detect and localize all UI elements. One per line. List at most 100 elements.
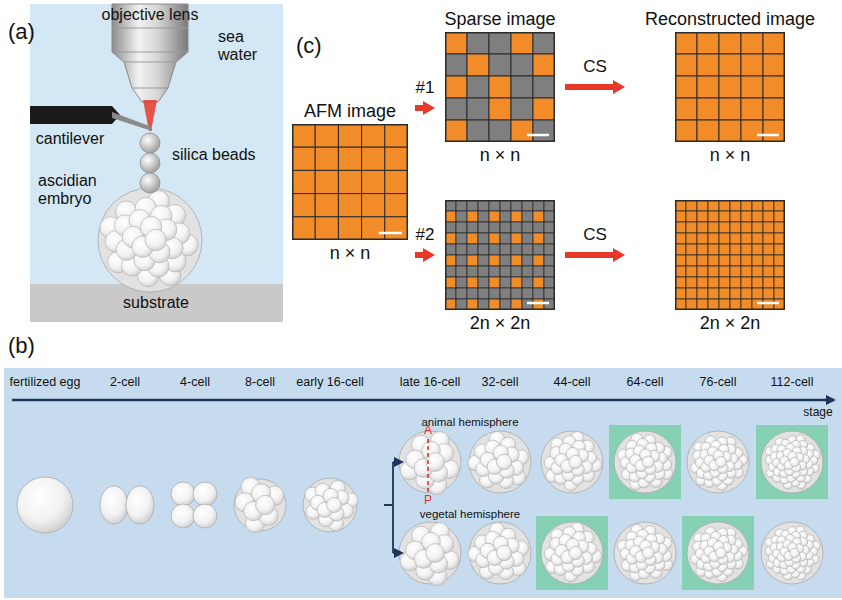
pixel-cell — [708, 200, 719, 211]
pixel-cell — [445, 32, 467, 54]
image-size: n × n — [330, 242, 371, 264]
pixel-cell — [763, 277, 774, 288]
pixel-cell — [686, 255, 697, 266]
pixel-cell — [292, 147, 315, 170]
step-label: CS — [583, 225, 607, 245]
pixel-cell — [752, 244, 763, 255]
cantilever-holder — [30, 106, 120, 124]
embryo-cell — [145, 229, 166, 250]
bracket-arrow — [393, 552, 402, 554]
pixel-cell — [675, 266, 686, 277]
pixel-cell — [730, 266, 741, 277]
pixel-cell — [533, 211, 544, 222]
pixel-cell — [686, 299, 697, 310]
scale-bar — [527, 302, 549, 305]
pixel-cell — [445, 222, 456, 233]
embryo-body — [303, 478, 357, 532]
pixel-cell — [675, 233, 686, 244]
pixel-cell — [719, 288, 730, 299]
pixel-cell — [489, 244, 500, 255]
embryo-body — [761, 522, 823, 584]
stage-label: 8-cell — [245, 376, 275, 390]
image-grid-box: Reconstructed imagen × n — [625, 8, 835, 166]
image-grid-box: 2n × 2n — [625, 198, 835, 334]
pixel-cell — [730, 233, 741, 244]
embryo-cell — [171, 504, 195, 528]
pixel-cell — [741, 288, 752, 299]
step-label: #1 — [416, 78, 435, 98]
pixel-grid — [292, 124, 408, 240]
pixel-cell — [456, 277, 467, 288]
pixel-cell — [697, 255, 708, 266]
pixel-cell — [292, 124, 315, 147]
pixel-cell — [338, 124, 361, 147]
pixel-cell — [719, 255, 730, 266]
pixel-cell — [697, 277, 708, 288]
pixel-cell — [292, 217, 315, 240]
embryo-body — [614, 522, 676, 584]
pixel-cell — [675, 277, 686, 288]
pixel-cell — [752, 255, 763, 266]
pixel-cell — [500, 277, 511, 288]
pixel-cell — [362, 147, 385, 170]
pixel-cell — [741, 277, 752, 288]
pixel-cell — [708, 222, 719, 233]
part-label: silica beads — [172, 146, 256, 164]
pixel-cell — [456, 200, 467, 211]
process-arrow — [415, 105, 425, 111]
pixel-cell — [774, 211, 785, 222]
pixel-cell — [697, 266, 708, 277]
pixel-cell — [544, 244, 555, 255]
pixel-cell — [511, 76, 533, 98]
embryo-cell — [642, 456, 654, 468]
bracket-line — [384, 462, 393, 553]
pixel-cell — [675, 54, 697, 76]
embryo-body — [687, 431, 749, 493]
pixel-cell — [533, 120, 555, 142]
pixel-cell — [675, 288, 686, 299]
pixel-cell — [730, 211, 741, 222]
embryo-illustration — [541, 522, 603, 584]
pixel-cell — [445, 200, 456, 211]
bracket-arrow — [393, 461, 402, 463]
pixel-cell — [741, 76, 763, 98]
pixel-cell — [522, 266, 533, 277]
pixel-cell — [752, 299, 763, 310]
pixel-cell — [763, 211, 774, 222]
pixel-cell — [445, 120, 467, 142]
pixel-cell — [467, 277, 478, 288]
pixel-cell — [467, 266, 478, 277]
pixel-cell — [445, 299, 456, 310]
pixel-cell — [522, 211, 533, 222]
highlight-square — [609, 425, 681, 499]
embryo-cell — [569, 546, 582, 559]
pixel-cell — [315, 217, 338, 240]
pixel-cell — [544, 255, 555, 266]
pixel-cell — [511, 277, 522, 288]
pixel-cell — [741, 120, 763, 142]
pixel-cell — [763, 32, 785, 54]
pixel-cell — [500, 288, 511, 299]
embryo-illustration — [234, 477, 286, 532]
embryo-cell — [715, 457, 726, 468]
embryo-illustration — [17, 477, 73, 533]
pixel-cell — [500, 200, 511, 211]
grid-border — [446, 33, 555, 142]
pixel-cell — [719, 200, 730, 211]
pixel-cell — [544, 266, 555, 277]
pixel-cell — [478, 222, 489, 233]
pixel-cell — [544, 288, 555, 299]
pixel-grid — [675, 32, 785, 142]
lens-ring — [124, 62, 176, 63]
pixel-cell — [445, 54, 467, 76]
pixel-cell — [478, 299, 489, 310]
image-size: n × n — [480, 144, 521, 166]
pixel-cell — [544, 299, 555, 310]
pixel-cell — [697, 98, 719, 120]
pixel-cell — [522, 233, 533, 244]
process-arrow — [565, 252, 615, 258]
pixel-cell — [456, 266, 467, 277]
pixel-cell — [675, 222, 686, 233]
pixel-cell — [719, 76, 741, 98]
pixel-cell — [467, 54, 489, 76]
